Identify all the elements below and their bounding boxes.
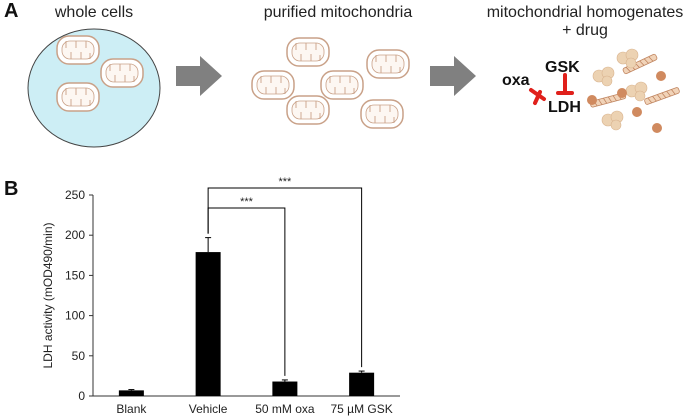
y-axis-label: LDH activity (mOD490/min) bbox=[41, 222, 55, 368]
y-tick-label: 100 bbox=[65, 309, 85, 323]
x-category-label: Vehicle bbox=[189, 402, 228, 416]
label-oxa: oxa bbox=[502, 72, 530, 89]
label-gsk: GSK bbox=[545, 59, 580, 76]
significance-bracket bbox=[207, 187, 363, 368]
panel-b-letter: B bbox=[4, 178, 19, 200]
caption-whole-cells: whole cells bbox=[54, 4, 134, 21]
process-arrow-2 bbox=[430, 56, 476, 96]
caption-plus-drug: + drug bbox=[562, 22, 608, 39]
y-tick-label: 50 bbox=[72, 349, 86, 363]
panel-a-letter: A bbox=[4, 0, 19, 22]
y-tick-label: 0 bbox=[78, 389, 85, 403]
significance-label: *** bbox=[278, 176, 292, 188]
gsk-inhibition-mark bbox=[556, 73, 574, 95]
purified-mito-group bbox=[251, 37, 410, 129]
y-tick-label: 250 bbox=[65, 188, 85, 202]
bar bbox=[349, 372, 375, 396]
caption-homogenates: mitochondrial homogenates bbox=[486, 4, 684, 21]
oxa-inhibition-mark bbox=[529, 88, 546, 105]
inhibition-diagram: oxa GSK LDH bbox=[502, 59, 581, 116]
x-category-label: 75 µM GSK bbox=[330, 402, 392, 416]
cell-diagram bbox=[27, 28, 161, 148]
y-tick-label: 150 bbox=[65, 268, 85, 282]
homogenate-debris bbox=[587, 48, 681, 133]
y-tick-label: 200 bbox=[65, 228, 85, 242]
x-category-label: 50 mM oxa bbox=[255, 402, 315, 416]
process-arrow-1 bbox=[176, 56, 222, 96]
label-ldh: LDH bbox=[548, 99, 581, 116]
bar bbox=[272, 381, 298, 396]
bar bbox=[118, 390, 144, 396]
significance-label: *** bbox=[240, 196, 254, 208]
bar bbox=[195, 252, 221, 396]
x-category-label: Blank bbox=[116, 402, 147, 416]
panel-a-schematic: oxa GSK LDH bbox=[27, 28, 681, 148]
caption-purified-mito: purified mitochondria bbox=[263, 4, 413, 21]
